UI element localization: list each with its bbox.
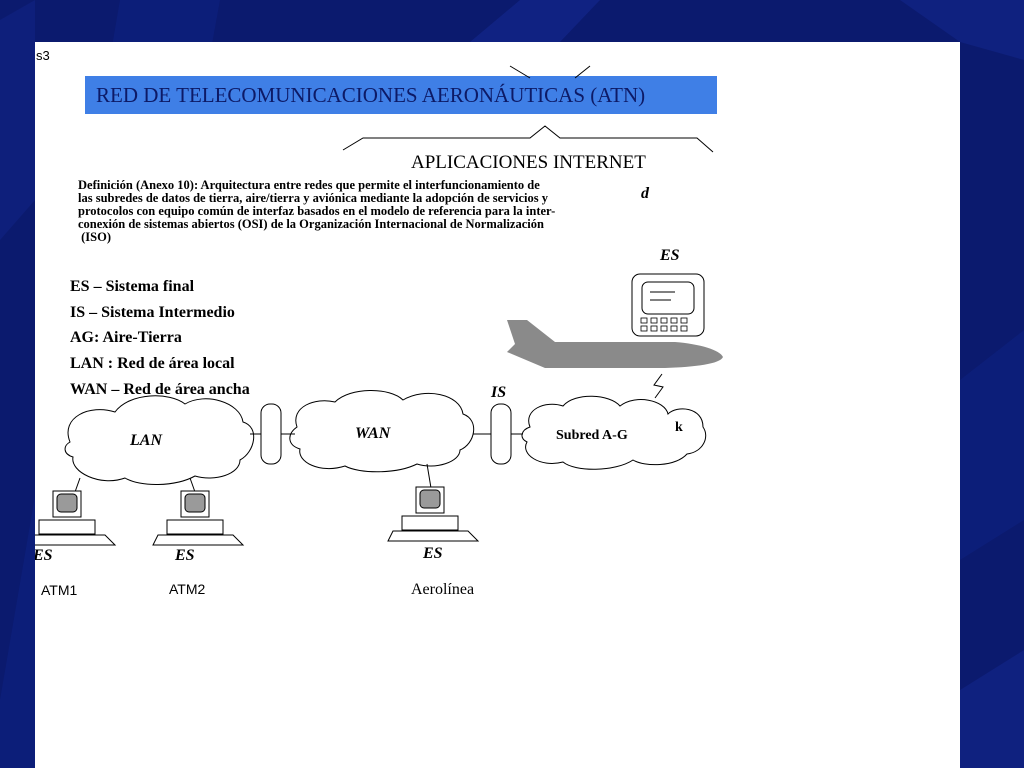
definition-line: protocolos con equipo común de interfaz …	[78, 204, 556, 218]
legend-item-wan: WAN – Red de área ancha	[70, 380, 250, 398]
definition-line: conexión de sistemas abiertos (OSI) de l…	[78, 217, 544, 231]
terminal-atm1-caption: ATM1	[41, 582, 78, 598]
legend-item-lan: LAN : Red de área local	[70, 355, 235, 373]
terminal-atm1	[35, 477, 117, 546]
is-label: IS	[490, 384, 506, 401]
atn-network-diagram: LAN WAN Subred A-G k IS	[35, 65, 723, 598]
legend-item-is: IS – Sistema Intermedio	[70, 303, 235, 321]
definition-text: Definición (Anexo 10): Arquitectura entr…	[78, 179, 638, 244]
aircraft-terminal-icon	[631, 273, 705, 337]
aircraft-icon	[507, 320, 723, 368]
terminal-aerolinea	[387, 463, 480, 542]
brace-lines	[342, 65, 714, 153]
terminal-atm2-caption: ATM2	[169, 581, 206, 597]
aircraft-es-label: ES	[659, 247, 680, 264]
wan-cloud	[289, 390, 474, 473]
slide: s3 RED DE TELECOMUNICACIONES AERONÁUTICA…	[35, 42, 960, 768]
stray-k-label: k	[675, 420, 683, 435]
definition-line: Definición (Anexo 10): Arquitectura entr…	[78, 178, 540, 192]
definition-line: (ISO)	[78, 230, 111, 244]
terminal-aerolinea-es-label: ES	[422, 545, 443, 562]
terminal-atm1-es-label: ES	[35, 547, 53, 564]
terminal-atm2-es-label: ES	[174, 547, 195, 564]
legend: ES – Sistema final IS – Sistema Intermed…	[70, 274, 250, 402]
slide-title: RED DE TELECOMUNICACIONES AERONÁUTICAS (…	[96, 83, 646, 107]
applications-label: APLICACIONES INTERNET	[411, 152, 646, 173]
subnet-label: Subred A-G	[556, 428, 628, 443]
radio-link-icon	[653, 373, 664, 399]
terminal-atm2	[152, 477, 245, 546]
router-is	[490, 403, 512, 465]
wan-label: WAN	[355, 425, 392, 442]
legend-item-es: ES – Sistema final	[70, 278, 195, 295]
definition-line: las subredes de datos de tierra, aire/ti…	[78, 191, 548, 205]
stray-d-label: d	[641, 185, 650, 202]
slide-number: s3	[36, 48, 50, 63]
title-bar: RED DE TELECOMUNICACIONES AERONÁUTICAS (…	[85, 76, 717, 114]
router-lan-wan	[260, 403, 282, 465]
legend-item-ag: AG: Aire-Tierra	[70, 329, 182, 347]
lan-cloud	[64, 395, 254, 485]
subnet-cloud	[521, 395, 707, 470]
terminal-aerolinea-caption: Aerolínea	[411, 581, 474, 598]
lan-label: LAN	[129, 432, 163, 449]
